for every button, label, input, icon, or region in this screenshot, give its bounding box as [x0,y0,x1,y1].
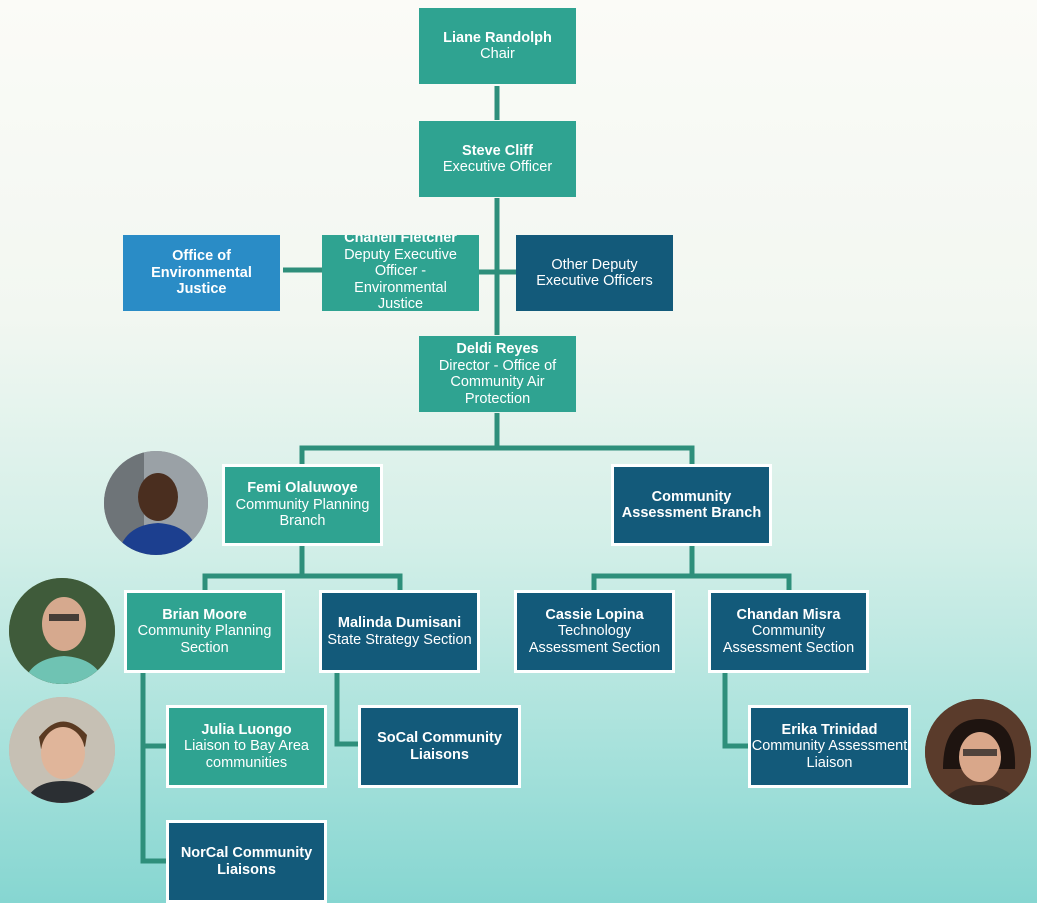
avatar-julia [9,697,115,803]
planning-section-title: Community Planning Section [137,623,272,656]
assessment-liaison-box: Erika Trinidad Community Assessment Liai… [748,705,911,788]
office-environmental-justice-name: Office of Environmental Justice [151,248,252,298]
avatar-erika [925,699,1031,805]
bay-area-liaison-box: Julia Luongo Liaison to Bay Area communi… [166,705,327,788]
executive-officer-name: Steve Cliff [462,142,533,159]
bay-area-liaison-title: Liaison to Bay Area communities [184,738,309,771]
technology-section-box: Cassie Lopina Technology Assessment Sect… [514,590,675,673]
planning-branch-box: Femi Olaluwoye Community Planning Branch [222,464,383,546]
chair-box: Liane Randolph Chair [419,8,576,84]
bay-area-liaison-name: Julia Luongo [201,721,292,738]
assessment-liaison-title: Community Assessment Liaison [751,738,908,771]
deputy-ej-box: Chanell Fletcher Deputy Executive Office… [322,235,479,311]
deputy-ej-name: Chanell Fletcher [344,235,457,246]
comm-assessment-section-title: Community Assessment Section [722,623,855,656]
chair-name: Liane Randolph [443,29,552,46]
director-name: Deldi Reyes [456,341,539,357]
person-icon [925,699,1031,805]
director-box: Deldi Reyes Director - Office of Communi… [419,336,576,412]
socal-liaisons-name: SoCal Community Liaisons [377,730,502,763]
socal-liaisons-box: SoCal Community Liaisons [358,705,521,788]
strategy-section-title: State Strategy Section [327,631,472,648]
strategy-section-box: Malinda Dumisani State Strategy Section [319,590,480,673]
avatar-brian [9,578,115,684]
norcal-liaisons-box: NorCal Community Liaisons [166,820,327,903]
planning-section-box: Brian Moore Community Planning Section [124,590,285,673]
planning-branch-name: Femi Olaluwoye [247,480,358,497]
other-deputy-box: Other Deputy Executive Officers [516,235,673,311]
strategy-section-name: Malinda Dumisani [337,615,462,631]
technology-section-name: Cassie Lopina [545,606,644,623]
other-deputy-title: Other Deputy Executive Officers [536,256,653,290]
deputy-ej-title: Deputy Executive Officer - Environmental… [344,246,457,312]
avatar-femi [104,451,208,555]
comm-assessment-section-name: Chandan Misra [736,606,841,623]
executive-officer-box: Steve Cliff Executive Officer [419,121,576,197]
assessment-liaison-name: Erika Trinidad [781,721,878,738]
chair-title: Chair [480,46,515,62]
planning-branch-title: Community Planning Branch [235,496,370,530]
assessment-branch-name: Community Assessment Branch [621,488,762,522]
technology-section-title: Technology Assessment Section [528,623,661,656]
assessment-branch-box: Community Assessment Branch [611,464,772,546]
director-title: Director - Office of Community Air Prote… [438,357,557,407]
executive-officer-title: Executive Officer [442,159,553,175]
person-icon [9,697,115,803]
comm-assessment-section-box: Chandan Misra Community Assessment Secti… [708,590,869,673]
person-icon [9,578,115,684]
planning-section-name: Brian Moore [162,606,247,623]
norcal-liaisons-name: NorCal Community Liaisons [180,845,313,878]
office-environmental-justice-box: Office of Environmental Justice [123,235,280,311]
person-icon [104,451,208,555]
